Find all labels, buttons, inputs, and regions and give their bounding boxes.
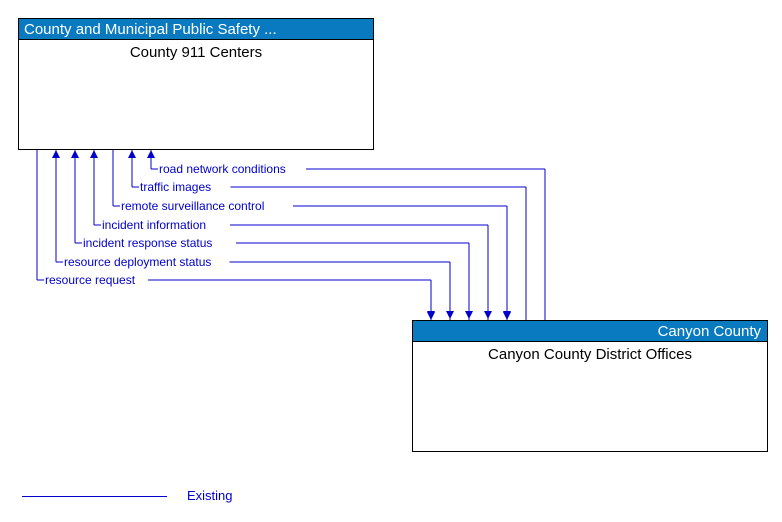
legend-line-existing xyxy=(22,496,167,497)
flow-label-traffic-images[interactable]: traffic images xyxy=(139,180,213,194)
connector-incident-information-arrowhead xyxy=(90,150,98,158)
entity-title-county-911-centers: County 911 Centers xyxy=(129,44,263,61)
connector-incident-response-status-arrowhead xyxy=(71,150,79,158)
connector-traffic-images-arrowhead xyxy=(128,150,136,158)
entity-box-county-911-centers[interactable]: County and Municipal Public Safety ... C… xyxy=(18,18,374,150)
entity-title-canyon-county-district-offices: Canyon County District Offices xyxy=(488,346,692,363)
flow-label-resource-deployment-status[interactable]: resource deployment status xyxy=(63,255,213,269)
entity-header-county-911-centers: County and Municipal Public Safety ... xyxy=(19,19,373,40)
flow-label-resource-request[interactable]: resource request xyxy=(44,273,137,287)
arrowhead-into-canyon-county-3 xyxy=(484,311,492,319)
legend: Existing xyxy=(0,486,782,508)
arrowhead-into-canyon-county-1 xyxy=(446,311,454,319)
connector-road-network-conditions-arrowhead xyxy=(147,150,155,158)
connector-resource-deployment-status-arrowhead xyxy=(52,150,60,158)
arrowhead-into-canyon-county-0 xyxy=(427,311,435,319)
flow-label-remote-surveillance-control[interactable]: remote surveillance control xyxy=(120,199,266,213)
entity-box-canyon-county-district-offices[interactable]: Canyon County Canyon County District Off… xyxy=(412,320,768,452)
connector-group xyxy=(36,150,546,320)
arrowhead-into-canyon-county-2 xyxy=(465,311,473,319)
legend-label-existing: Existing xyxy=(187,488,233,503)
entity-header-canyon-county: Canyon County xyxy=(413,321,767,342)
flow-label-incident-information[interactable]: incident information xyxy=(101,218,208,232)
arrowhead-into-canyon-county-4 xyxy=(503,311,511,319)
flow-label-road-network-conditions[interactable]: road network conditions xyxy=(158,162,287,176)
flow-label-incident-response-status[interactable]: incident response status xyxy=(82,236,214,250)
